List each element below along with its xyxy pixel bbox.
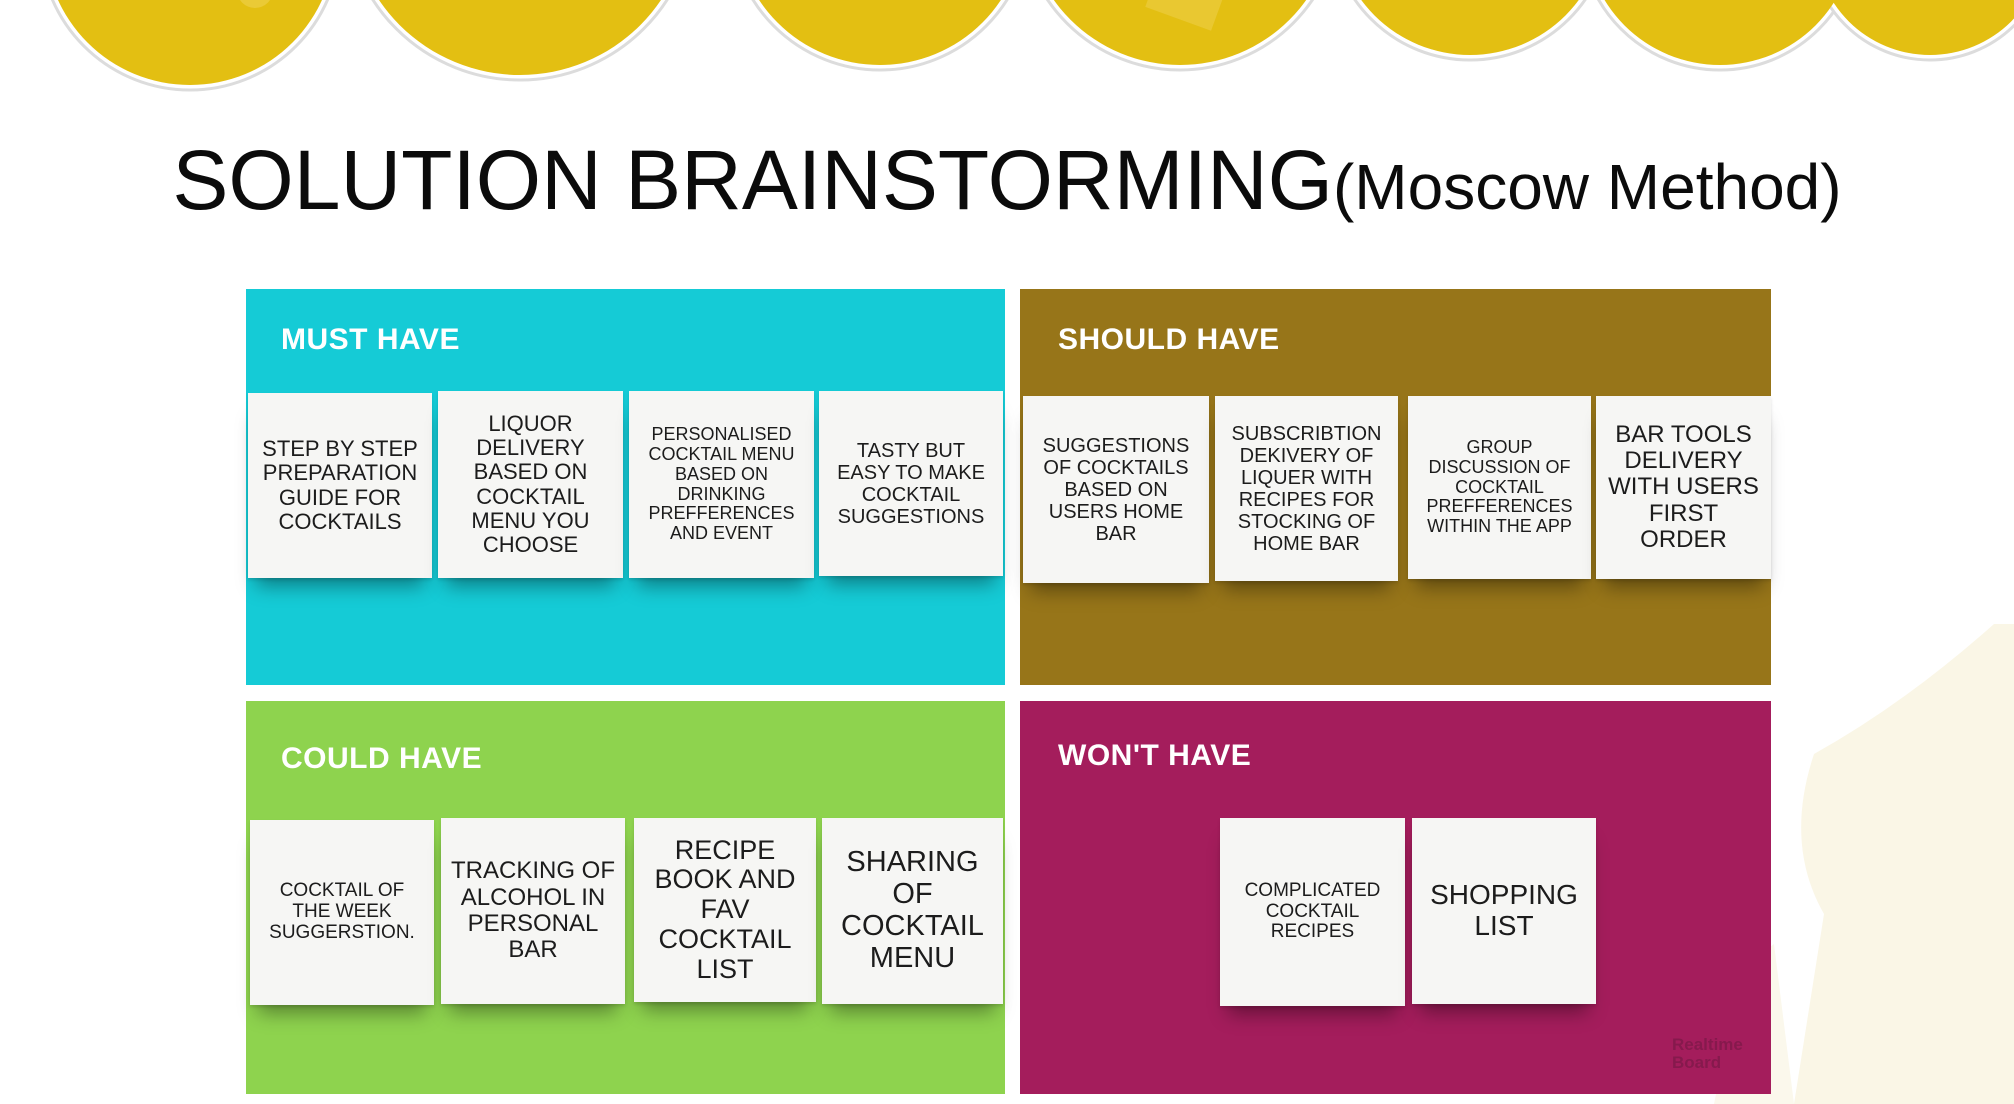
sticky-note[interactable]: SHARING OF COCKTAIL MENU — [822, 818, 1003, 1004]
watermark-line1: Realtime — [1672, 1035, 1743, 1054]
sticky-note[interactable]: TRACKING OF ALCOHOL IN PERSONAL BAR — [441, 818, 625, 1004]
sticky-note[interactable]: PERSONALISED COCKTAIL MENU BASED ON DRIN… — [629, 391, 814, 578]
sticky-note[interactable]: COCKTAIL OF THE WEEK SUGGERSTION. — [250, 820, 434, 1005]
sticky-note-text: SUGGESTIONS OF COCKTAILS BASED ON USERS … — [1042, 434, 1190, 545]
sticky-note-text: TASTY BUT EASY TO MAKE COCKTAIL SUGGESTI… — [837, 439, 985, 528]
sticky-note[interactable]: SUBSCRIBTION DEKIVERY OF LIQUER WITH REC… — [1215, 396, 1398, 581]
sticky-note-text: STEP BY STEP PREPARATION GUIDE FOR COCKT… — [262, 436, 418, 534]
sticky-note[interactable]: STEP BY STEP PREPARATION GUIDE FOR COCKT… — [248, 393, 432, 578]
quadrant-label-should-have: SHOULD HAVE — [1058, 323, 1280, 356]
quadrant-label-must-have: MUST HAVE — [281, 323, 460, 356]
yellow-scallop-banner — [50, 0, 2014, 92]
title-main: SOLUTION BRAINSTORMING — [172, 133, 1333, 227]
sticky-note-text: SUBSCRIBTION DEKIVERY OF LIQUER WITH REC… — [1231, 422, 1382, 555]
quadrant-label-could-have: COULD HAVE — [281, 742, 483, 775]
sticky-note-text: PERSONALISED COCKTAIL MENU BASED ON DRIN… — [648, 424, 795, 544]
watermark-line2: Board — [1672, 1053, 1722, 1072]
sticky-note-text: COMPLICATED COCKTAIL RECIPES — [1244, 879, 1381, 943]
sticky-note[interactable]: SUGGESTIONS OF COCKTAILS BASED ON USERS … — [1023, 396, 1209, 583]
title-subtitle: (Moscow Method) — [1332, 151, 1842, 223]
page-title: SOLUTION BRAINSTORMING(Moscow Method) — [0, 132, 2014, 229]
sticky-note[interactable]: TASTY BUT EASY TO MAKE COCKTAIL SUGGESTI… — [819, 391, 1003, 576]
realtimeboard-watermark: Realtime Board — [1672, 1036, 1743, 1072]
sticky-note-text: BAR TOOLS DELIVERY WITH USERS FIRST ORDE… — [1608, 420, 1759, 554]
sticky-note[interactable]: COMPLICATED COCKTAIL RECIPES — [1220, 818, 1405, 1006]
sticky-note-text: COCKTAIL OF THE WEEK SUGGERSTION. — [269, 880, 415, 943]
sticky-note[interactable]: GROUP DISCUSSION OF COCKTAIL PREFFERENCE… — [1408, 396, 1591, 579]
sticky-note[interactable]: LIQUOR DELIVERY BASED ON COCKTAIL MENU Y… — [438, 391, 623, 578]
sticky-note-text: SHARING OF COCKTAIL MENU — [841, 846, 984, 974]
sticky-note[interactable]: SHOPPING LIST — [1412, 818, 1596, 1004]
sticky-note[interactable]: RECIPE BOOK AND FAV COCKTAIL LIST — [634, 818, 816, 1002]
sticky-note-text: TRACKING OF ALCOHOL IN PERSONAL BAR — [451, 857, 616, 964]
sticky-note-text: LIQUOR DELIVERY BASED ON COCKTAIL MENU Y… — [471, 410, 590, 557]
sticky-note-text: GROUP DISCUSSION OF COCKTAIL PREFFERENCE… — [1426, 437, 1573, 537]
quadrant-label-wont-have: WON'T HAVE — [1058, 739, 1252, 772]
sticky-note-text: SHOPPING LIST — [1430, 879, 1578, 941]
sticky-note-text: RECIPE BOOK AND FAV COCKTAIL LIST — [654, 834, 796, 984]
sticky-note[interactable]: BAR TOOLS DELIVERY WITH USERS FIRST ORDE… — [1596, 396, 1771, 579]
